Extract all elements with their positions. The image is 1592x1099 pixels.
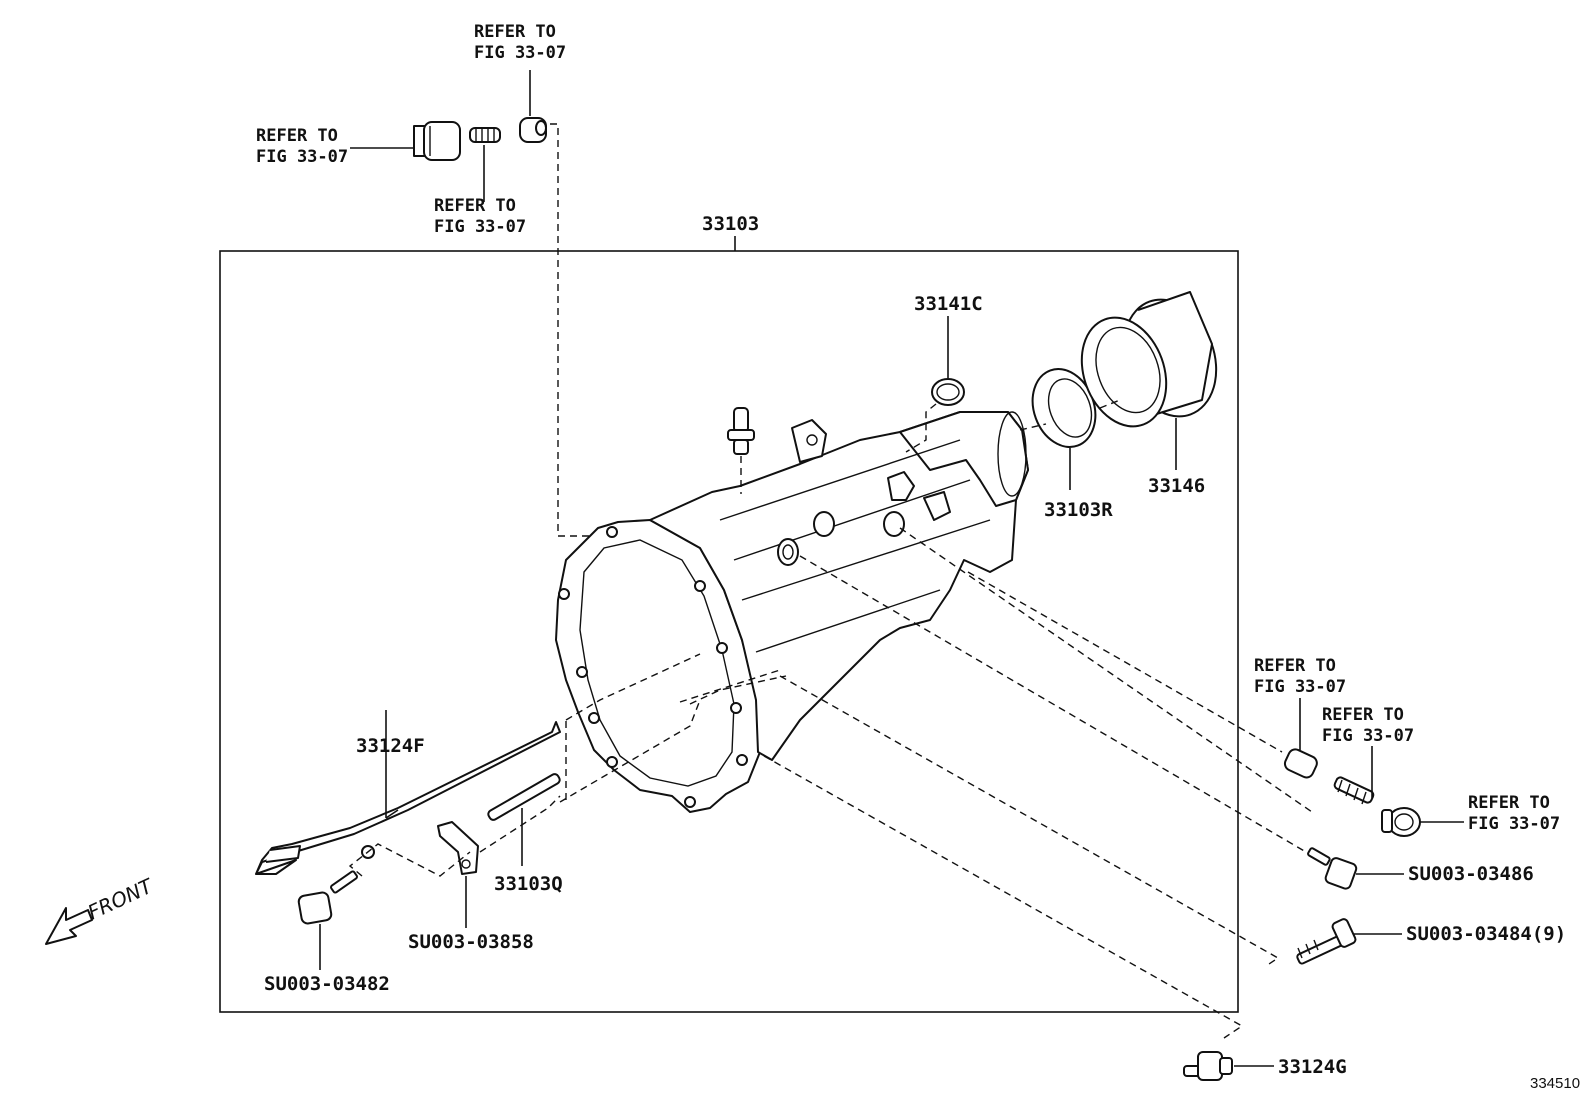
- label-SU003-03484: SU003-03484(9): [1406, 923, 1566, 945]
- pin-33103Q-icon: 33103Q: [487, 773, 563, 895]
- top-fitting-group: REFER TO FIG 33-07 REFER TO FIG 33-07 RE…: [256, 22, 596, 537]
- refer-right3-line1: REFER TO: [1468, 793, 1550, 813]
- label-33146: 33146: [1148, 475, 1205, 497]
- label-33141C: 33141C: [914, 293, 983, 315]
- label-SU003-03858: SU003-03858: [408, 931, 534, 953]
- label-front: FRONT: [84, 873, 158, 924]
- fitting-33124G-icon: 33124G: [1183, 1051, 1347, 1081]
- refer-right2-line2: FIG 33-07: [1322, 726, 1414, 746]
- bolt-SU003-03486-icon: SU003-03486: [1307, 847, 1534, 890]
- right-fitting-group: REFER TO FIG 33-07 REFER TO FIG 33-07 RE…: [1254, 656, 1560, 837]
- plug-right-icon: [1381, 807, 1421, 837]
- label-33124G: 33124G: [1278, 1056, 1347, 1078]
- threaded-stud-icon: [469, 127, 501, 143]
- sleeve-right-icon: [1283, 748, 1318, 779]
- refer-mid-line2: FIG 33-07: [434, 217, 526, 237]
- refer-right1-line1: REFER TO: [1254, 656, 1336, 676]
- refer-left-line1: REFER TO: [256, 126, 338, 146]
- refer-top-line2: FIG 33-07: [474, 43, 566, 63]
- label-33103: 33103: [702, 213, 759, 235]
- label-33103R: 33103R: [1044, 499, 1113, 521]
- bracket-33124F-icon: 33124F: [255, 710, 561, 875]
- label-SU003-03486: SU003-03486: [1408, 863, 1534, 885]
- transmission-housing-icon: [555, 411, 1029, 813]
- assembly-frame: [219, 250, 1239, 1013]
- ring-33141C-icon: 33141C: [905, 293, 983, 453]
- clip-SU003-03858-icon: SU003-03858: [408, 821, 534, 953]
- dust-cover-33146-icon: 33146: [1080, 291, 1218, 497]
- sleeve-icon: [519, 117, 547, 143]
- refer-mid-line1: REFER TO: [434, 196, 516, 216]
- label-33103Q: 33103Q: [494, 873, 563, 895]
- label-33124F: 33124F: [356, 735, 425, 757]
- refer-right3-line2: FIG 33-07: [1468, 814, 1560, 834]
- front-arrow-icon: FRONT: [45, 873, 158, 945]
- bolt-SU003-03484-icon: SU003-03484(9): [1296, 918, 1566, 965]
- figure-id: 334510: [1530, 1075, 1580, 1092]
- plug-icon: [413, 121, 461, 161]
- stud-right-icon: [1333, 776, 1375, 805]
- refer-top-line1: REFER TO: [474, 22, 556, 42]
- refer-right1-line2: FIG 33-07: [1254, 677, 1346, 697]
- breather-plug-icon: [727, 407, 755, 494]
- label-SU003-03482: SU003-03482: [264, 973, 390, 995]
- refer-left-line2: FIG 33-07: [256, 147, 348, 167]
- bolt-SU003-03482-icon: SU003-03482: [264, 870, 390, 995]
- refer-right2-line1: REFER TO: [1322, 705, 1404, 725]
- seal-33103R-icon: 33103R: [1019, 368, 1113, 521]
